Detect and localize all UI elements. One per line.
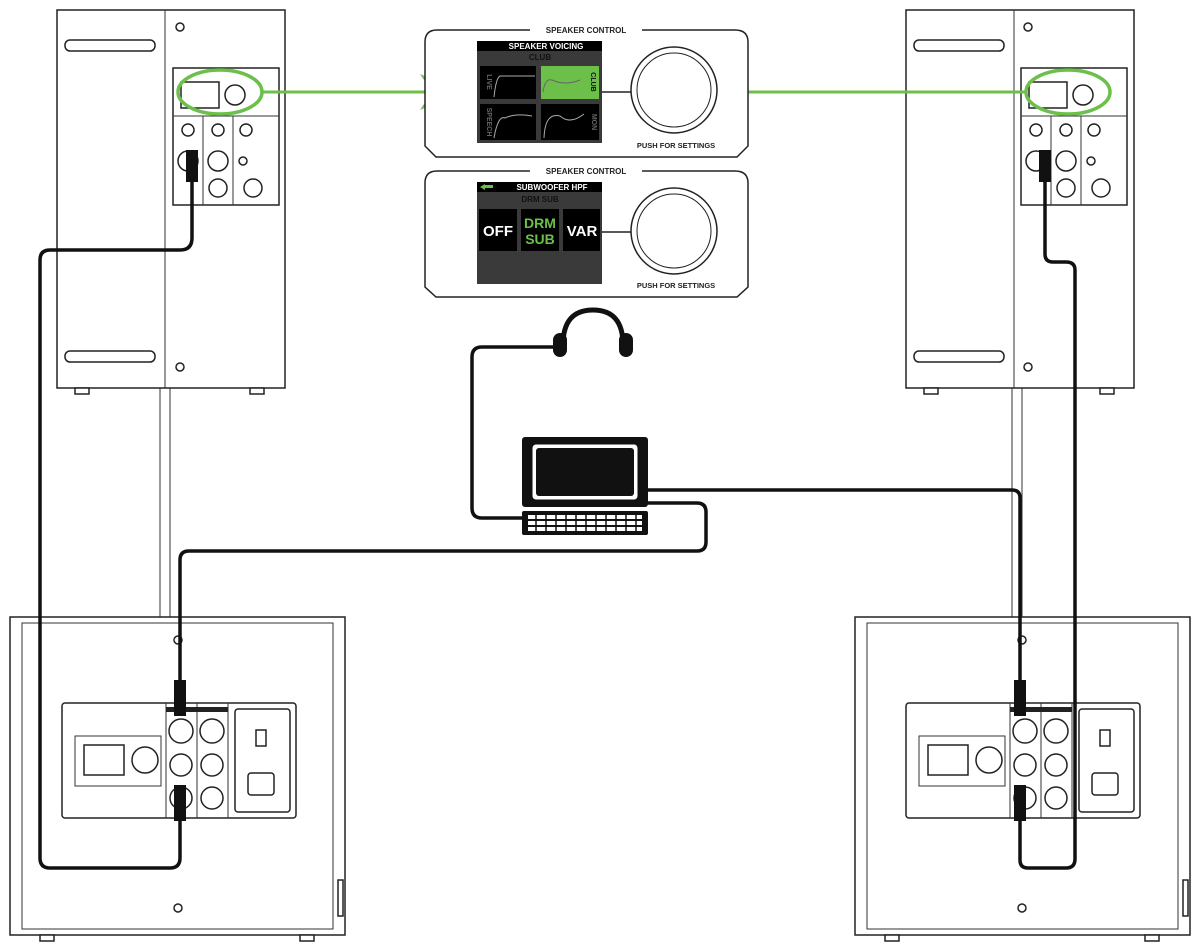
svg-text:MON: MON [590,114,597,130]
settings-knob[interactable] [630,46,718,134]
voicing-option-speech[interactable]: SPEECH [480,104,536,140]
screen-title: SPEAKER VOICING [509,42,584,51]
svg-text:OFF: OFF [483,223,513,240]
svg-text:LIVE: LIVE [485,74,492,90]
current-voicing: CLUB [529,53,551,62]
top-speaker-right [905,9,1135,395]
panel-title: SPEAKER CONTROL [546,26,627,35]
svg-text:SUB: SUB [525,231,555,247]
hpf-option-drm-sub[interactable]: DRM SUB [521,209,559,251]
panel-title: SPEAKER CONTROL [546,167,627,176]
laptop-icon [522,437,648,535]
svg-text:CLUB: CLUB [589,72,596,91]
subwoofer-hpf-panel: SPEAKER CONTROL SUBWOOFER HPF DRM SUB OF… [424,163,749,298]
back-arrow-icon[interactable] [480,184,485,190]
subwoofer-left [9,616,346,942]
hpf-option-off[interactable]: OFF [479,209,517,251]
subwoofer-right [854,616,1191,942]
knob-label: PUSH FOR SETTINGS [637,141,715,150]
voicing-option-live[interactable]: LIVE [480,66,536,99]
headphones-icon [553,307,633,357]
voicing-option-club[interactable]: CLUB [541,66,599,99]
top-speaker-left [56,9,286,395]
current-hpf: DRM SUB [521,195,559,204]
svg-text:SPEECH: SPEECH [485,108,492,137]
settings-knob[interactable] [630,187,718,275]
knob-label: PUSH FOR SETTINGS [637,281,715,290]
hpf-option-var[interactable]: VAR [563,209,600,251]
speaker-voicing-panel: SPEAKER CONTROL SPEAKER VOICING CLUB LIV… [424,22,749,158]
voicing-option-mon[interactable]: MON [541,104,599,140]
speaker-poles [159,388,1023,617]
svg-text:DRM: DRM [524,215,556,231]
svg-text:VAR: VAR [567,223,598,240]
cables [38,150,1077,870]
screen-title: SUBWOOFER HPF [516,183,587,192]
